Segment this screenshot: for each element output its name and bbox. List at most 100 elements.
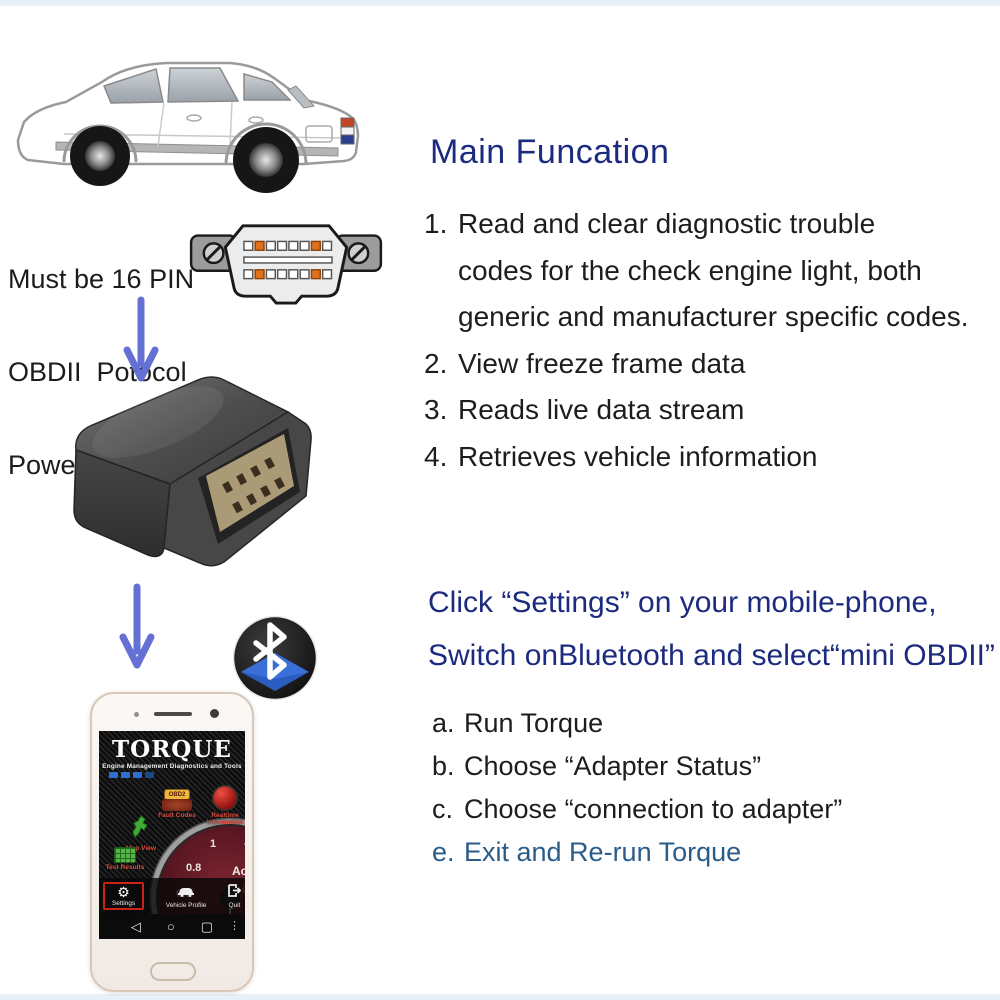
- list-item: 3. Reads live data stream: [424, 394, 969, 441]
- gauge-label: Accel: [232, 864, 245, 878]
- status-icon: [109, 772, 118, 778]
- test-results-label: Test Results: [105, 864, 145, 871]
- bluetooth-icon: [232, 615, 318, 701]
- item-marker: 1.: [424, 208, 448, 239]
- overflow-icon[interactable]: ⋮: [229, 920, 240, 932]
- settings-label: Settings: [112, 900, 136, 907]
- torque-app-screenshot: TORQUE Engine Management Diagnostics and…: [99, 731, 245, 939]
- phone-camera: [210, 709, 219, 718]
- car-c-pillar-trim: [287, 85, 315, 109]
- step-item: b. Choose “Adapter Status”: [432, 751, 842, 794]
- step-marker: a.: [432, 708, 455, 738]
- car-fuel-door: [305, 125, 333, 143]
- obd-chip: OBD2: [164, 789, 190, 800]
- item-text: codes for the check engine light, both: [458, 254, 922, 286]
- car-door-handle: [186, 114, 202, 122]
- map-view-label: Map View: [126, 845, 156, 852]
- step-marker: e.: [432, 837, 455, 867]
- down-arrow-icon: [123, 296, 159, 382]
- bluetooth-instructions: Click “Settings” on your mobile-phone, S…: [428, 586, 995, 692]
- step-text: Choose “connection to adapter”: [464, 794, 843, 824]
- step-item: e. Exit and Re-run Torque: [432, 837, 842, 880]
- map-view-icon[interactable]: Map View: [121, 815, 161, 852]
- obd-adapter-image: [73, 376, 312, 567]
- quit-label: Quit: [228, 901, 241, 909]
- page-title: Main Funcation: [430, 133, 670, 171]
- list-item: 1. Read and clear diagnostic trouble: [424, 208, 969, 255]
- torque-app-subtitle: Engine Management Diagnostics and Tools: [102, 763, 242, 770]
- item-marker: 4.: [424, 440, 448, 472]
- torque-app-title: TORQUE: [112, 736, 232, 763]
- realtime-information-icon[interactable]: Realtime Information: [203, 785, 245, 826]
- car-front-window: [102, 68, 164, 104]
- list-item: 2. View freeze frame data: [424, 348, 969, 395]
- fault-codes-icon[interactable]: OBD2 Fault Codes: [155, 789, 199, 819]
- list-item-continuation: codes for the check engine light, both: [424, 255, 969, 302]
- status-icon: [145, 772, 154, 778]
- quit-button[interactable]: Quit: [228, 883, 242, 909]
- step-item: c. Choose “connection to adapter”: [432, 794, 842, 837]
- top-edge-strip: [0, 0, 1000, 6]
- list-item: 4. Retrieves vehicle information: [424, 441, 969, 488]
- car-door-lines: [157, 101, 233, 147]
- instruction-line: Click “Settings” on your mobile-phone,: [428, 586, 937, 619]
- fault-codes-label: Fault Codes: [158, 812, 196, 819]
- list-item-continuation: generic and manufacturer specific codes.: [424, 301, 969, 348]
- vehicle-profile-button[interactable]: Vehicle Profile: [165, 884, 207, 909]
- step-marker: c.: [432, 794, 454, 824]
- back-icon[interactable]: ◁: [130, 918, 141, 934]
- instruction-line: Switch onBluetooth and select“mini OBDII…: [428, 639, 995, 672]
- home-icon[interactable]: ○: [166, 919, 175, 934]
- step-marker: b.: [432, 751, 455, 781]
- gauge-ball: [212, 785, 238, 811]
- grid-shape: [114, 847, 136, 863]
- car-rear-window: [167, 67, 240, 103]
- android-navbar: ◁ ○ ▢ ⋮: [99, 914, 245, 939]
- item-text: Reads live data stream: [458, 394, 745, 425]
- gauge-tick-08: 0.8: [186, 862, 202, 874]
- bottom-edge-strip: [0, 994, 1000, 1000]
- phone-sensor: [134, 712, 139, 717]
- item-text: Read and clear diagnostic trouble: [458, 208, 876, 239]
- car-rear-hub: [249, 143, 283, 177]
- quit-icon: [228, 883, 242, 897]
- realtime-information-label: Realtime Information: [206, 812, 244, 826]
- obd2-pins-row-2: [243, 269, 333, 280]
- item-text: View freeze frame data: [458, 347, 746, 379]
- adapter-pins: [222, 457, 285, 514]
- phone-home-button: [150, 962, 196, 981]
- car-taillight: [340, 117, 355, 145]
- item-text: generic and manufacturer specific codes.: [458, 301, 969, 332]
- map-shape: [132, 815, 148, 838]
- car-door-handle-rear: [248, 116, 264, 124]
- vehicle-profile-label: Vehicle Profile: [165, 901, 207, 909]
- torque-status-icons: [99, 770, 245, 778]
- car-image: [16, 61, 360, 193]
- step-text: Exit and Re-run Torque: [464, 837, 742, 867]
- step-text: Choose “Adapter Status”: [464, 751, 762, 781]
- item-marker: 3.: [424, 394, 448, 425]
- spec-line-1: Must be 16 PIN: [8, 264, 195, 294]
- gauge-tick-neg1: -1: [244, 838, 245, 850]
- status-icon: [133, 772, 142, 778]
- gauge-tick-1: 1: [210, 838, 217, 850]
- phone-image: TORQUE Engine Management Diagnostics and…: [90, 692, 254, 992]
- step-item: a. Run Torque: [432, 708, 842, 751]
- settings-button[interactable]: ⚙ Settings: [103, 882, 145, 910]
- recents-icon[interactable]: ▢: [200, 918, 214, 934]
- setup-steps-list: a. Run Torque b. Choose “Adapter Status”…: [432, 708, 842, 880]
- test-results-icon[interactable]: Test Results: [105, 847, 145, 871]
- step-text: Run Torque: [464, 708, 604, 738]
- torque-toolbar: ⚙ Settings Vehicle Profile Quit: [99, 878, 245, 914]
- obd2-center-bar: [243, 256, 333, 264]
- obd2-pins-row-1: [243, 240, 333, 251]
- engine-shape: [162, 799, 192, 811]
- item-text: Retrieves vehicle information: [458, 440, 818, 472]
- car-rear-wheel-arch: [224, 122, 308, 165]
- car-front-hub: [85, 141, 115, 171]
- obd2-port-icon: [189, 224, 383, 305]
- car-quarter-window: [243, 73, 292, 101]
- down-arrow-icon: [119, 583, 155, 669]
- car-icon: [178, 887, 195, 897]
